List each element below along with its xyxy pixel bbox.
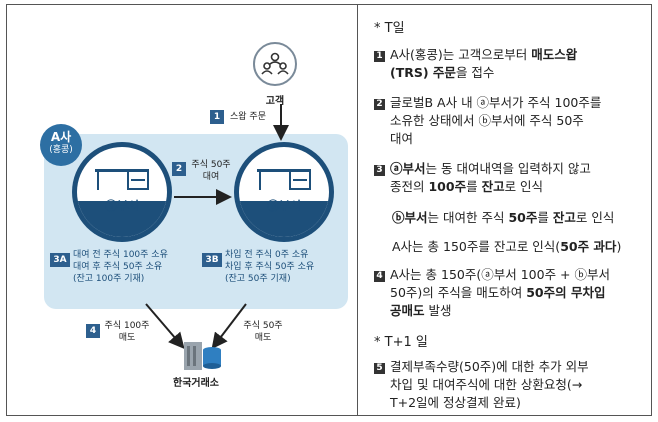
arrow-sell-a <box>145 303 185 350</box>
step-1-label: 스왑 주문 <box>230 112 266 122</box>
item-5-line-1: 결제부족수량(50주)에 대한 추가 외부 <box>390 359 589 374</box>
item-3-bold-3: 잔고 <box>481 179 505 194</box>
explanation-item-5: 5 결제부족수량(50주)에 대한 추가 외부 차입 및 대여주식에 대한 상환요… <box>374 358 649 412</box>
item-1-text-2: 을 접수 <box>455 65 495 80</box>
item-number: 5 <box>374 363 385 374</box>
step-4b-line-2: 매도 <box>254 333 272 343</box>
flow-diagram: A사 (홍콩) 고객 ⓐ부서 ⓑ부서 <box>6 4 357 416</box>
item-4-text-3: 발생 <box>424 303 452 318</box>
step-2-badge: 2 <box>172 162 186 176</box>
item-3-bold: ⓐ부서 <box>390 161 426 176</box>
sub-3c-bold: 50주 과다 <box>560 239 617 254</box>
exchange-label: 한국거래소 <box>173 378 219 389</box>
explanation-item-2: 2 글로벌B A사 내 ⓐ부서가 주식 100주를 소유한 상태에서 ⓑ부서에 주… <box>374 94 649 148</box>
dept-a-node: ⓐ부서 <box>72 142 172 242</box>
item-3-text-3: 를 <box>466 179 482 194</box>
item-4-bold: 50주의 무차입 <box>526 285 606 300</box>
item-2-line-1: 글로벌B A사 내 ⓐ부서가 주식 100주를 <box>390 95 602 110</box>
item-3-text-4: 로 인식 <box>504 179 544 194</box>
step-3a-label: 대여 전 주식 100주 소유 대여 후 주식 50주 소유 (잔고 100주 … <box>73 249 183 285</box>
company-a-badge: A사 (홍콩) <box>40 124 82 166</box>
customer-label: 고객 <box>265 96 285 107</box>
explanation-item-1: 1 A사(홍콩)는 고객으로부터 매도스왑 (TRS) 주문을 접수 <box>374 46 649 82</box>
step-4a-label: 주식 100주 매도 <box>102 320 152 344</box>
explanation-item-3: 3 ⓐ부서는 동 대여내역을 입력하지 않고 종전의 100주를 잔고로 인식 <box>374 160 649 196</box>
item-2-line-2: 소유한 상태에서 ⓑ부서에 주식 50주 <box>390 113 584 128</box>
step-3b-badge: 3B <box>202 253 222 267</box>
item-number: 3 <box>374 165 385 176</box>
item-1-bold: 매도스왑 <box>531 47 578 62</box>
desk-icon <box>257 169 311 172</box>
step-4b-line-1: 주식 50주 <box>243 321 283 331</box>
step-3a-badge: 3A <box>50 253 70 267</box>
exchange-icon <box>184 342 221 370</box>
sub-3b-bold: ⓑ부서 <box>392 210 428 225</box>
item-4-line-1: A사는 총 150주(ⓐ부서 100주 + ⓑ부서 <box>390 267 610 282</box>
item-1-text: A사(홍콩)는 고객으로부터 <box>390 47 532 62</box>
explanation-item-3-sub-c: A사는 총 150주를 잔고로 인식(50주 과다) <box>392 238 652 256</box>
sub-3b-bold-3: 잔고 <box>552 210 576 225</box>
explanation-item-3-sub-b: ⓑ부서는 대여한 주식 50주를 잔고로 인식 <box>392 209 652 227</box>
item-number: 4 <box>374 271 385 282</box>
step-2-line-2: 대여 <box>202 172 220 182</box>
company-a-region: (홍콩) <box>49 145 73 155</box>
step-3a-line-1: 대여 전 주식 100주 소유 <box>73 250 168 260</box>
step-3b-line-3: (잔고 50주 기재) <box>225 274 291 284</box>
step-3a-line-3: (잔고 100주 기재) <box>73 274 145 284</box>
step-2-label: 주식 50주 대여 <box>186 159 236 183</box>
sub-3b-text: 는 대여한 주식 <box>427 210 509 225</box>
step-3b-line-2: 차입 후 주식 50주 소유 <box>225 262 315 272</box>
item-3-text: 는 동 대여내역을 입력하지 않고 <box>425 161 591 176</box>
flow-arrows <box>145 104 289 370</box>
item-number: 1 <box>374 51 385 62</box>
t-day-heading: * T일 <box>374 21 405 36</box>
dept-a-label: ⓐ부서 <box>104 199 140 213</box>
dept-b-node: ⓑ부서 <box>234 142 334 242</box>
step-3a-line-2: 대여 후 주식 50주 소유 <box>73 262 163 272</box>
item-5-line-2: 차입 및 대여주식에 대한 상환요청(→ <box>390 377 583 392</box>
company-a-name: A사 <box>50 130 72 144</box>
column-divider <box>357 4 358 416</box>
sub-3c-text-2: ) <box>616 239 622 254</box>
item-5-line-3: T+2일에 정상결제 완료) <box>390 395 521 410</box>
sub-3b-bold-2: 50주 <box>508 210 538 225</box>
explanation-item-4: 4 A사는 총 150주(ⓐ부서 100주 + ⓑ부서 50주)의 주식을 매도하… <box>374 266 649 320</box>
arrow-sell-b <box>211 303 247 350</box>
sub-3c-text: A사는 총 150주를 잔고로 인식( <box>392 239 561 254</box>
desk-icon <box>95 169 149 172</box>
dept-b-label: ⓑ부서 <box>266 199 302 213</box>
step-4-badge: 4 <box>86 324 100 338</box>
explanation-panel: * T일 1 A사(홍콩)는 고객으로부터 매도스왑 (TRS) 주문을 접수 2… <box>364 4 654 416</box>
item-1-bold-2: (TRS) 주문 <box>390 65 456 80</box>
sub-3b-text-2: 를 <box>537 210 553 225</box>
item-number: 2 <box>374 99 385 110</box>
customer-icon <box>253 42 297 86</box>
item-4-bold-2: 공매도 <box>390 303 425 318</box>
item-2-line-3: 대여 <box>390 131 414 146</box>
step-3b-label: 차입 전 주식 0주 소유 차입 후 주식 50주 소유 (잔고 50주 기재) <box>225 249 343 285</box>
item-4-text-2: 50주)의 주식을 매도하여 <box>390 285 527 300</box>
t1-day-heading: * T+1 일 <box>374 335 428 350</box>
step-4a-line-2: 매도 <box>118 333 136 343</box>
step-4a-line-1: 주식 100주 <box>104 321 150 331</box>
step-3b-line-1: 차입 전 주식 0주 소유 <box>225 250 309 260</box>
step-2-line-1: 주식 50주 <box>191 160 231 170</box>
step-1-badge: 1 <box>210 110 224 124</box>
step-4b-label: 주식 50주 매도 <box>238 320 288 344</box>
item-3-text-2: 종전의 <box>390 179 429 194</box>
item-3-bold-2: 100주 <box>428 179 467 194</box>
sub-3b-text-3: 로 인식 <box>575 210 615 225</box>
